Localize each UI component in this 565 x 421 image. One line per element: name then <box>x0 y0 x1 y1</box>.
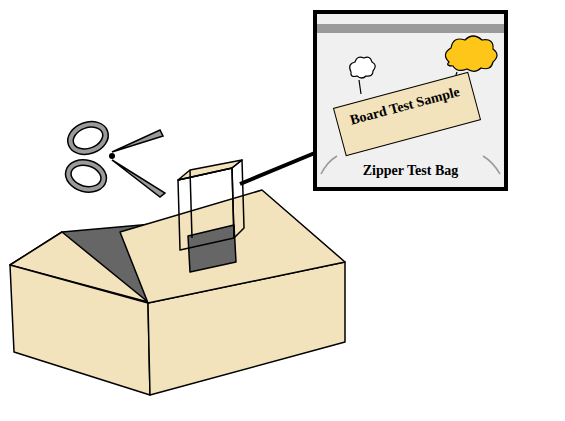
yellow-cloud <box>445 36 497 71</box>
white-cloud <box>350 57 376 78</box>
board-sample: Board Test Sample <box>333 72 481 157</box>
scissors <box>65 120 165 197</box>
zipper-strip <box>317 24 504 33</box>
bag-crease <box>321 156 337 174</box>
cloud-pin <box>359 80 361 94</box>
cut-piece-edge <box>190 170 192 238</box>
cut-piece-edge <box>232 160 244 238</box>
box-front-face <box>10 265 150 395</box>
cut-hole <box>188 225 236 272</box>
zipper-bag: Board Test SampleZipper Test Bag <box>313 10 508 191</box>
bag-label: Zipper Test Bag <box>363 163 458 179</box>
bag-crease <box>483 156 500 174</box>
cut-piece-edge <box>178 168 232 180</box>
cut-piece-side <box>178 168 234 250</box>
sample-label: Board Test Sample <box>344 83 466 130</box>
